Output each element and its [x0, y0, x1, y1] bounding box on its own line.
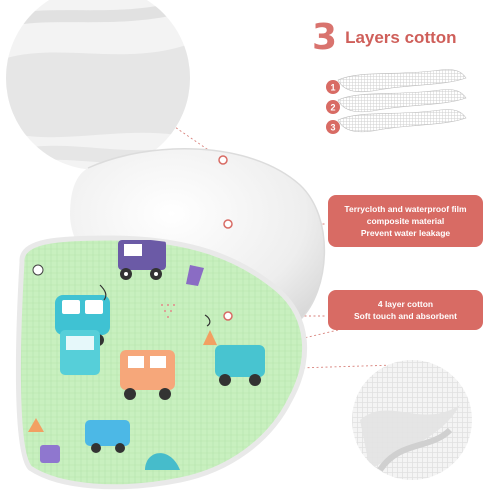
callout-cotton: 4 layer cotton Soft touch and absorbent — [328, 290, 483, 330]
layer-number-2: 2 — [330, 103, 335, 113]
marker-dots — [218, 155, 233, 321]
gauze-closeup — [352, 360, 472, 480]
orange-car — [120, 350, 175, 400]
layers-count: 3 — [312, 17, 338, 58]
callout-top-line-3: Prevent water leakage — [360, 228, 451, 238]
printed-bib — [15, 235, 308, 490]
layer-sheet-1 — [337, 69, 467, 93]
callout-bottom-line-2: Soft touch and absorbent — [354, 311, 457, 321]
layer-sheet-2 — [337, 89, 467, 113]
teal-van — [60, 330, 100, 375]
callout-top-line-2: composite material — [366, 216, 445, 226]
layer-number-3: 3 — [330, 123, 335, 133]
layers-diagram: 1 2 3 — [326, 69, 467, 134]
callout-bottom-line-1: 4 layer cotton — [377, 299, 434, 309]
purple-car — [118, 240, 166, 280]
callout-top-line-1: Terrycloth and waterproof film — [344, 204, 467, 214]
layers-heading: 3 Layers cotton — [312, 18, 492, 58]
blue-car — [85, 420, 130, 453]
terry-closeup — [6, 0, 190, 170]
teal-car-right — [215, 345, 265, 386]
callout-terrycloth: Terrycloth and waterproof film composite… — [328, 195, 483, 247]
layers-title: Layers cotton — [345, 28, 457, 47]
layer-number-1: 1 — [330, 83, 335, 93]
layer-sheet-3 — [337, 109, 467, 133]
